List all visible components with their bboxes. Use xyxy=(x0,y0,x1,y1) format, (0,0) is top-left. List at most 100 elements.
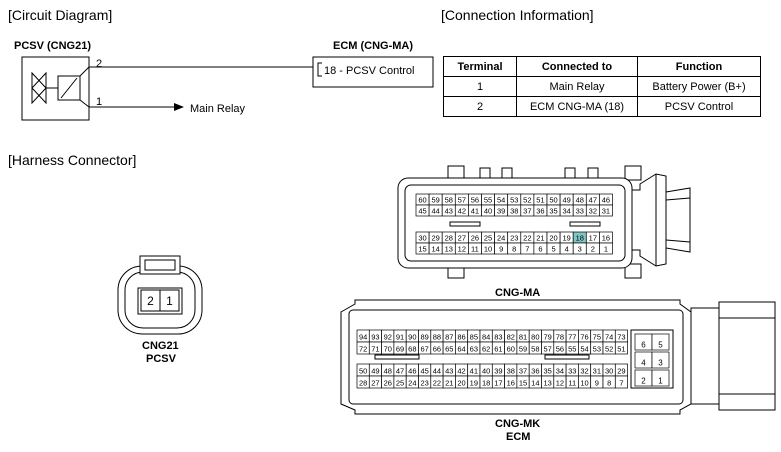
pin-number: 8 xyxy=(512,245,516,254)
pin-number: 11 xyxy=(568,379,576,388)
pin-number: 33 xyxy=(568,367,576,376)
pin-number: 73 xyxy=(617,333,625,342)
table-cell: 1 xyxy=(443,76,517,97)
pin-number: 46 xyxy=(602,196,610,205)
pin-number: 66 xyxy=(433,345,441,354)
pin-number: 42 xyxy=(457,367,465,376)
pin-number: 50 xyxy=(549,196,557,205)
pin-number: 43 xyxy=(445,207,453,216)
pin-number: 69 xyxy=(396,345,404,354)
pin-number: 22 xyxy=(433,379,441,388)
pin-number: 87 xyxy=(445,333,453,342)
table-cell: 2 xyxy=(443,96,517,117)
pin-number: 35 xyxy=(543,367,551,376)
pin-number: 24 xyxy=(408,379,416,388)
pin-number: 44 xyxy=(433,367,441,376)
pin-number: 20 xyxy=(457,379,465,388)
pin-number: 39 xyxy=(497,207,505,216)
cng21-label: CNG21 xyxy=(142,340,179,352)
pin-number: 33 xyxy=(576,207,584,216)
pin-number: 35 xyxy=(549,207,557,216)
ecm-pin-bracket xyxy=(317,62,322,77)
pin-number: 7 xyxy=(525,245,529,254)
pin-number: 38 xyxy=(510,207,518,216)
pin2-label: 2 xyxy=(96,58,103,70)
pin-number: 18 xyxy=(482,379,490,388)
pcsv-box xyxy=(21,56,90,121)
pin-cell xyxy=(614,341,628,355)
pin-number: 52 xyxy=(523,196,531,205)
pin-number: 31 xyxy=(593,367,601,376)
pin-number: 76 xyxy=(580,333,588,342)
pin-number: 25 xyxy=(484,234,492,243)
pin-number: 30 xyxy=(418,234,426,243)
header-function: Function xyxy=(637,56,761,77)
pin-number: 25 xyxy=(396,379,404,388)
pin-number: 58 xyxy=(445,196,453,205)
pin-number: 41 xyxy=(470,367,478,376)
pin-number: 27 xyxy=(458,234,466,243)
pcsv-connector-label: PCSV xyxy=(146,353,176,365)
pin-number: 26 xyxy=(471,234,479,243)
pin-number: 54 xyxy=(497,196,505,205)
pin-number: 37 xyxy=(523,207,531,216)
pin-number: 77 xyxy=(568,333,576,342)
pin-number: 3 xyxy=(578,245,582,254)
pin-number: 23 xyxy=(510,234,518,243)
table-row: 1 Main Relay Battery Power (B+) xyxy=(443,76,761,97)
header-terminal: Terminal xyxy=(443,56,517,77)
cng21-pin: 2 xyxy=(147,294,154,308)
pin-number: 40 xyxy=(482,367,490,376)
table-cell: PCSV Control xyxy=(637,96,761,117)
main-relay-label: Main Relay xyxy=(190,103,246,115)
pin-number: 9 xyxy=(499,245,503,254)
pin-number: 79 xyxy=(543,333,551,342)
pin-number: 14 xyxy=(531,379,539,388)
pin-cell xyxy=(651,333,670,351)
pin-number: 51 xyxy=(536,196,544,205)
pin-number: 93 xyxy=(371,333,379,342)
pin-number: 32 xyxy=(589,207,597,216)
pin-number: 14 xyxy=(431,245,439,254)
pin-number: 60 xyxy=(418,196,426,205)
pin-number: 45 xyxy=(420,367,428,376)
pin-number: 68 xyxy=(408,345,416,354)
circuit-diagram-title: [Circuit Diagram] xyxy=(8,7,113,23)
pin-number: 16 xyxy=(507,379,515,388)
pin-number: 72 xyxy=(359,345,367,354)
pin-number: 2 xyxy=(591,245,595,254)
pin-number: 47 xyxy=(589,196,597,205)
cng-ma-label: CNG-MA xyxy=(495,287,541,299)
harness-connector-title: [Harness Connector] xyxy=(8,152,137,168)
table-header-row: Terminal Connected to Function xyxy=(443,56,761,77)
pin-number: 19 xyxy=(470,379,478,388)
pin-number: 81 xyxy=(519,333,527,342)
pin-number: 92 xyxy=(384,333,392,342)
pin-number: 15 xyxy=(519,379,527,388)
pin-number: 16 xyxy=(602,234,610,243)
pin-number: 21 xyxy=(445,379,453,388)
pin-number: 13 xyxy=(543,379,551,388)
pin-number: 40 xyxy=(484,207,492,216)
pin-number: 5 xyxy=(551,245,555,254)
pin-number: 41 xyxy=(471,207,479,216)
pin-number: 11 xyxy=(471,245,479,254)
pin-number: 44 xyxy=(431,207,439,216)
pin-number: 67 xyxy=(420,345,428,354)
solenoid-coil-icon xyxy=(57,66,90,108)
pin-number: 8 xyxy=(607,379,611,388)
pin-number: 23 xyxy=(420,379,428,388)
pin-number: 56 xyxy=(556,345,564,354)
valve-icon xyxy=(31,71,58,105)
pin-number: 59 xyxy=(519,345,527,354)
pin-number: 36 xyxy=(531,367,539,376)
pin-number: 74 xyxy=(605,333,613,342)
pin-number: 4 xyxy=(641,359,646,368)
cng21-connector: 2 1 xyxy=(117,255,203,335)
pin-number: 26 xyxy=(384,379,392,388)
pin-number: 37 xyxy=(519,367,527,376)
connection-information-title: [Connection Information] xyxy=(441,7,594,23)
pin-number: 46 xyxy=(408,367,416,376)
pin-number: 1 xyxy=(658,377,663,386)
